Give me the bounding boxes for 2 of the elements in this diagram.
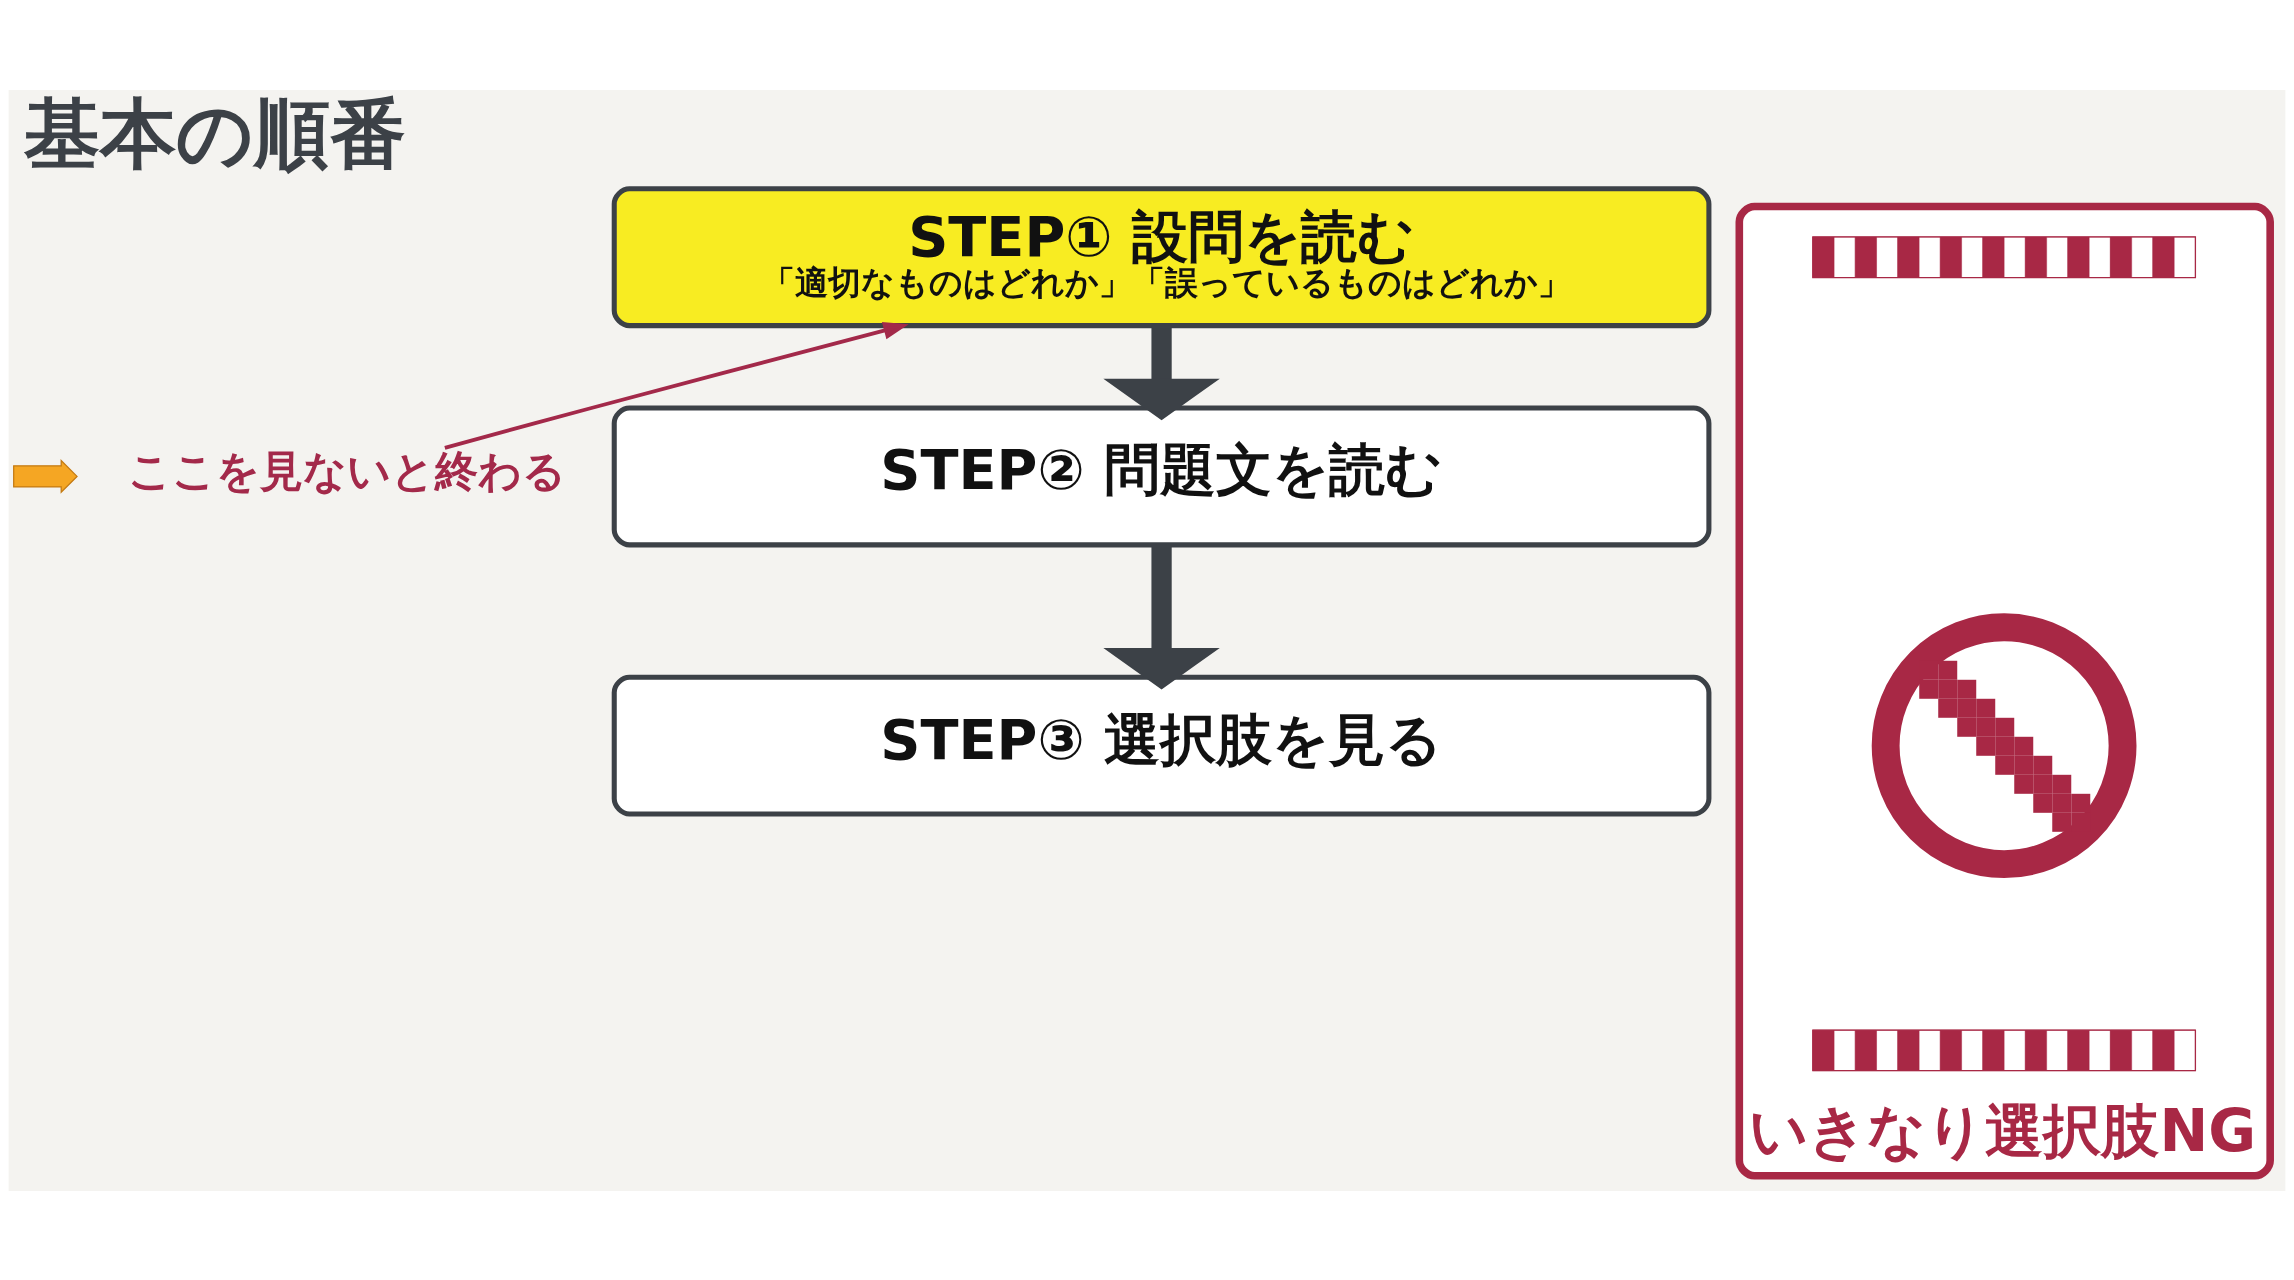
node-text: ここを見ないと終わる (127, 445, 566, 496)
diagram-title: 基本の順番 (23, 88, 406, 178)
